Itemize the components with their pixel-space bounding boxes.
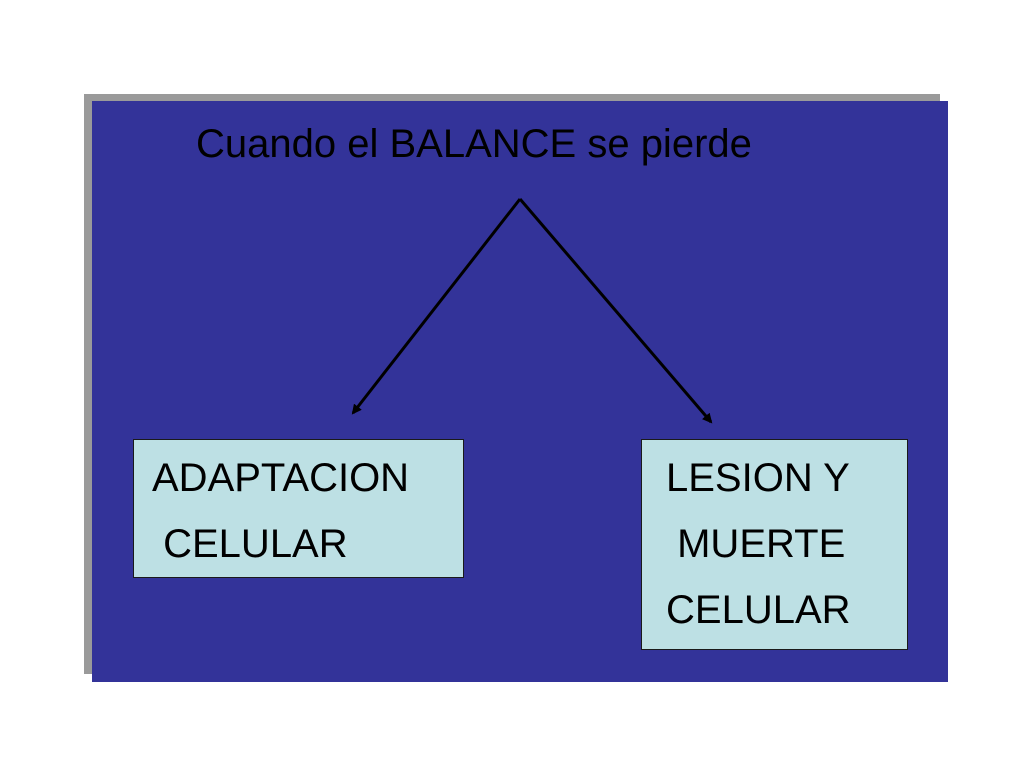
injury-box: LESION Y MUERTE CELULAR [641, 439, 908, 650]
injury-line: LESION Y [666, 456, 850, 500]
arrow-to-injury [518, 198, 713, 424]
slide-title: Cuando el BALANCE se pierde [196, 122, 752, 166]
arrow-to-adaptation [351, 198, 522, 415]
injury-line: MUERTE [666, 522, 846, 566]
adaptation-line: CELULAR [152, 522, 348, 566]
adaptation-line: ADAPTACION [152, 456, 410, 500]
adaptation-box: ADAPTACION CELULAR [133, 439, 464, 578]
injury-line: CELULAR [666, 588, 851, 632]
